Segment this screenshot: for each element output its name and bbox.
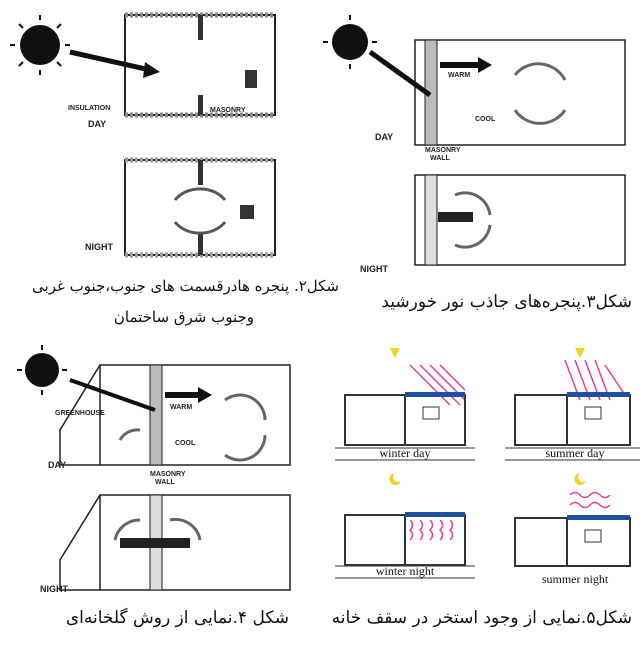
night-label: NIGHT [360, 264, 389, 274]
summer-day-diagram: summer day [505, 348, 640, 461]
day-label: DAY [48, 460, 66, 470]
figure-3-caption: شکل۳.پنجره‌های جاذب نور خورشید [381, 292, 632, 312]
cool-label: COOL [475, 116, 496, 123]
figure-2-caption-line1: شکل۲. پنجره هادرقسمت های جنوب،جنوب غربی [32, 277, 339, 295]
wall-label: WALL [155, 479, 176, 486]
masonry-label: MASONRY [150, 471, 186, 478]
night-label: NIGHT [40, 584, 69, 594]
summer-night-label: summer night [542, 572, 609, 586]
figure-2-diagram: INSULATION DAY MASONRY NIGHT [0, 0, 300, 284]
insulation-label: INSULATION [68, 105, 110, 112]
cool-label: COOL [175, 440, 196, 447]
day-label: DAY [375, 132, 393, 142]
figure-2-caption-line2: وجنوب شرق ساختمان [113, 308, 254, 326]
sun-icon [17, 345, 67, 395]
winter-day-label: winter day [380, 446, 431, 460]
figure-5-caption: شکل۵.نمایی از وجود استخر در سقف خانه [331, 608, 632, 628]
night-label: NIGHT [85, 242, 114, 252]
winter-day-diagram: winter day [335, 348, 475, 461]
winter-night-diagram: winter night [335, 473, 475, 579]
warm-label: WARM [448, 72, 470, 79]
summer-night-diagram: summer night [514, 473, 631, 586]
masonry-label: MASONRY [210, 107, 246, 114]
day-label: DAY [88, 119, 106, 129]
winter-night-label: winter night [376, 564, 435, 578]
sun-icon [10, 15, 70, 75]
greenhouse-label: GREENHOUSE [55, 410, 105, 417]
figure-4-caption: شکل ۴.نمایی از روش گلخانه‌ای [65, 608, 289, 628]
figure-5-diagram: winter day summer day winter night summe… [335, 340, 640, 599]
wall-label: WALL [430, 155, 451, 162]
summer-day-label: summer day [546, 446, 605, 460]
warm-label: WARM [170, 404, 192, 411]
figure-3-diagram: WARM COOL DAY MASONRY WALL NIGHT [320, 0, 640, 284]
sun-icon [323, 15, 377, 69]
masonry-label: MASONRY [425, 147, 461, 154]
figure-4-diagram: WARM COOL GREENHOUSE DAY MASONRY WALL NI… [0, 335, 300, 604]
